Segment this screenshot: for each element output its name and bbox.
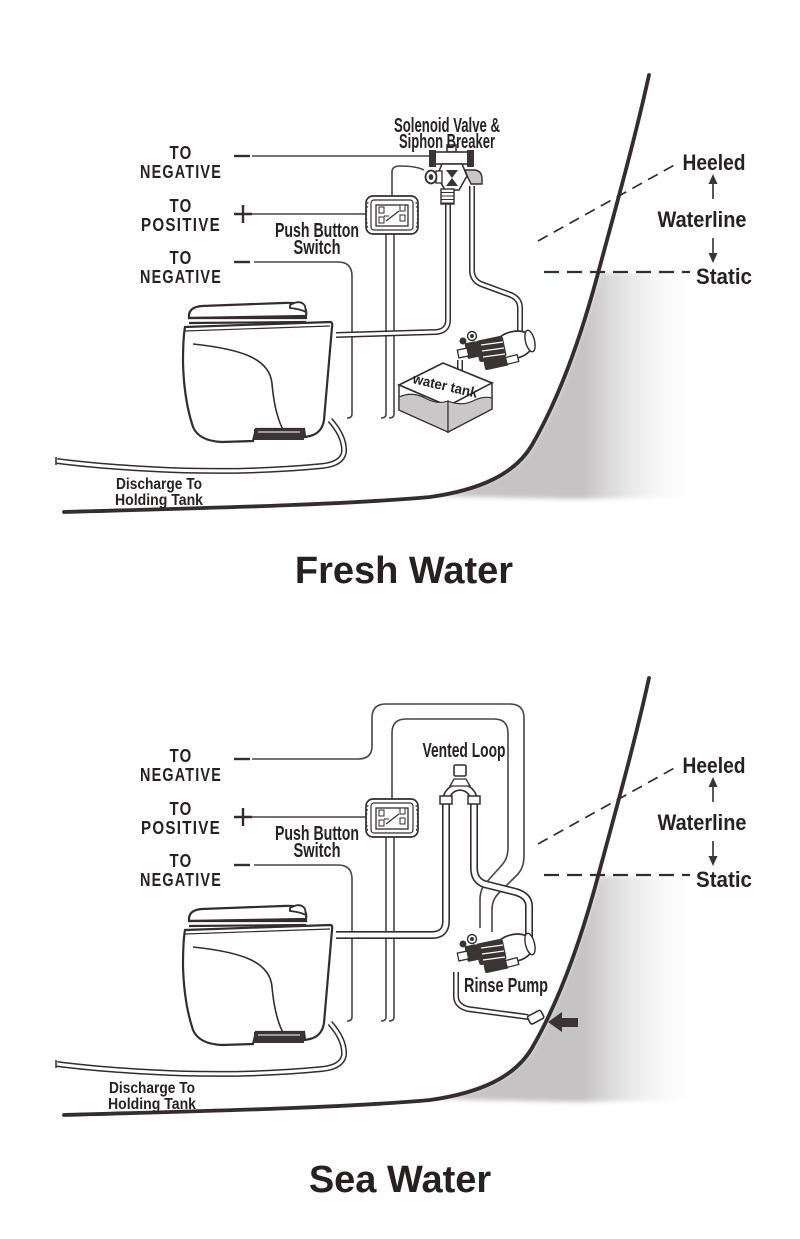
push-button-label-line1: Push Button (275, 823, 359, 845)
hull-and-waterlines (62, 73, 718, 514)
wiring-common (234, 154, 395, 419)
waterline-label: Waterline (658, 207, 747, 232)
wire-to-negative-bottom (254, 261, 353, 419)
wiring-sea-water (357, 703, 525, 932)
vented-loop-vent-fitting (448, 764, 472, 787)
push-button-switch-illustration-sea (365, 798, 419, 838)
heeled-waterline-dashed (537, 162, 679, 242)
fresh-water-labels: Solenoid Valve & Siphon Breaker TO NEGAT… (115, 115, 752, 592)
rinse-pump-illustration (456, 929, 538, 975)
rinse-pump-label: Rinse Pump (464, 975, 548, 997)
wire-switch-to-valve (391, 165, 425, 196)
push-button-label-line2: Switch (294, 237, 341, 259)
waterline-label: Waterline (658, 810, 747, 835)
static-label: Static (696, 867, 752, 892)
diagram-title-fresh-water: Fresh Water (295, 550, 513, 592)
to-negative-bottom-line1: TO (170, 851, 193, 871)
to-positive-line2: POSITIVE (141, 215, 221, 235)
to-negative-top-line1: TO (170, 143, 193, 163)
toilet-illustration (55, 301, 348, 474)
push-button-label-line1: Push Button (275, 220, 359, 242)
vented-loop-label: Vented Loop (423, 740, 506, 762)
to-positive-line2: POSITIVE (141, 818, 221, 838)
hull-outline (62, 73, 651, 514)
switch-cable-a (380, 234, 387, 419)
to-positive-line1: TO (170, 799, 193, 819)
discharge-label-line1: Discharge To (109, 1080, 195, 1097)
heeled-label: Heeled (683, 753, 746, 778)
to-negative-top-line1: TO (170, 746, 193, 766)
plus-icon (234, 205, 252, 223)
push-button-label-line2: Switch (294, 840, 341, 862)
diagram-title-sea-water: Sea Water (309, 1159, 492, 1201)
to-negative-top-line2: NEGATIVE (140, 765, 222, 785)
hull-and-waterlines-sea (64, 678, 718, 1115)
discharge-label-line2: Holding Tank (115, 492, 203, 509)
waterline-range-arrows (708, 174, 718, 263)
to-negative-bottom-line1: TO (170, 248, 193, 268)
solenoid-label-line2: Siphon Breaker (399, 131, 495, 153)
solenoid-label-line1: Solenoid Valve & (394, 115, 500, 137)
switch-cable-b (388, 234, 395, 419)
fresh-water-pipes (335, 186, 523, 372)
static-label: Static (696, 264, 752, 289)
solenoid-valve-illustration (424, 144, 483, 205)
to-negative-top-line2: NEGATIVE (140, 162, 222, 182)
wire-negative-over-loop (357, 703, 525, 932)
pump-illustration (456, 329, 536, 371)
push-button-switch-illustration (365, 195, 419, 235)
toilet-illustration-sea (56, 905, 344, 1074)
thru-hull-fitting (526, 1009, 545, 1025)
sea-water-pipes (336, 764, 545, 1025)
to-positive-line1: TO (170, 196, 193, 216)
discharge-label-line1: Discharge To (116, 476, 202, 493)
sea-water-labels: Vented Loop TO NEGATIVE TO POSITIVE TO N… (108, 740, 752, 1201)
wiring-fresh-water (358, 155, 430, 196)
water-intake-arrow-icon (548, 1012, 578, 1032)
wire-switch-over-loop (391, 718, 509, 928)
discharge-label-line2: Holding Tank (108, 1096, 196, 1113)
water-shading (438, 273, 688, 499)
water-tank-illustration (396, 362, 495, 434)
to-negative-bottom-line2: NEGATIVE (140, 267, 222, 287)
to-negative-bottom-line2: NEGATIVE (140, 870, 222, 890)
heeled-label: Heeled (683, 150, 746, 175)
